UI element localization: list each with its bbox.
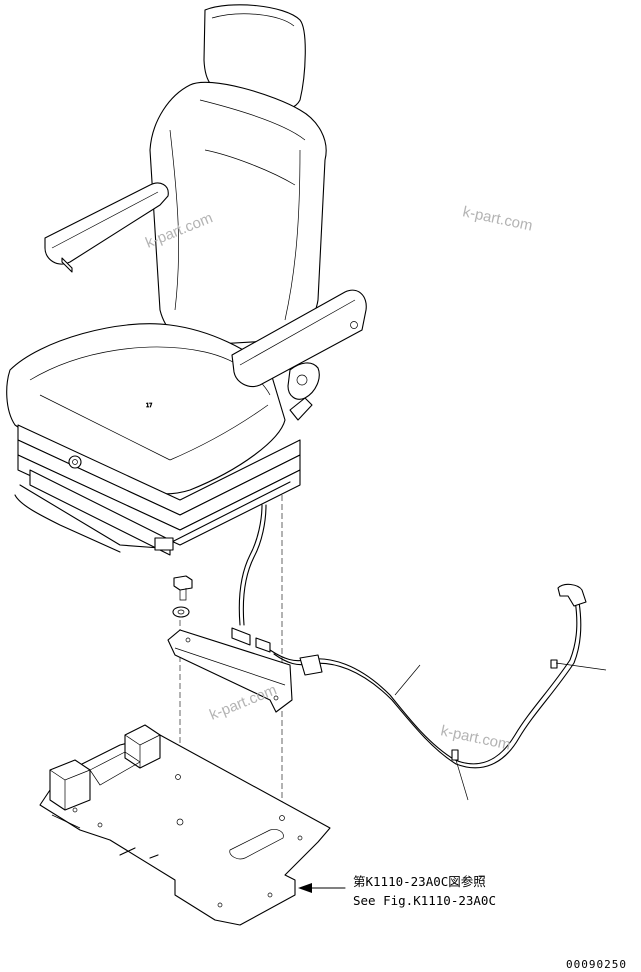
mounting-bracket <box>167 627 293 713</box>
leader-harness <box>394 664 421 696</box>
bolt <box>173 575 193 601</box>
reference-note-japanese: 第K1110-23A0C図参照 <box>353 874 486 889</box>
watermark-4: k-part.com <box>439 722 512 753</box>
leader-clip-upper <box>555 662 607 671</box>
floor-plate <box>39 724 331 926</box>
leader-clip-lower <box>455 759 469 801</box>
watermark-2: k-part.com <box>461 203 534 234</box>
part-number: 00090250 <box>566 958 627 971</box>
reference-note-english: See Fig.K1110-23A0C <box>353 893 496 908</box>
operator-seat: 17 <box>6 4 367 556</box>
reference-arrow <box>298 883 346 893</box>
washer <box>172 606 190 618</box>
seat-mark: 17 <box>146 403 152 409</box>
wiring-harness <box>238 504 587 769</box>
